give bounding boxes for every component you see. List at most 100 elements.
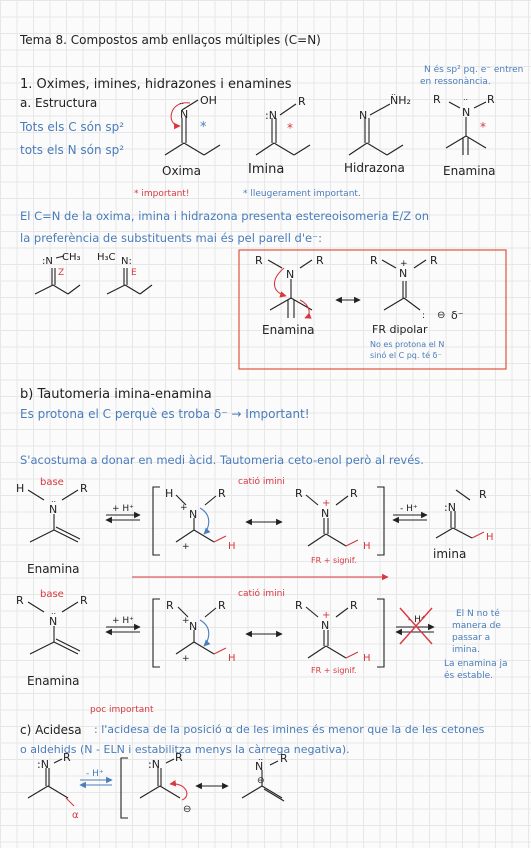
z-label: Z xyxy=(58,268,64,278)
svg-text:R: R xyxy=(295,487,303,500)
minus-h-c: - H⁺ xyxy=(86,769,104,779)
base-label-2: base xyxy=(40,589,64,600)
svg-text:R: R xyxy=(433,93,441,106)
page-title: Tema 8. Compostos amb enllaços múltiples… xyxy=(20,33,321,47)
svg-text::N: :N xyxy=(42,256,53,267)
svg-text:N: N xyxy=(189,620,197,633)
svg-text:..: .. xyxy=(258,753,263,762)
svg-text:N: N xyxy=(255,760,263,773)
svg-text:H: H xyxy=(165,487,173,500)
svg-text:*: * xyxy=(480,120,486,134)
section-b-line2: S'acostuma a donar en medi àcid. Tautome… xyxy=(20,453,424,467)
svg-text:H: H xyxy=(228,541,236,552)
svg-text:N: N xyxy=(49,503,57,516)
svg-text:+: + xyxy=(182,616,190,626)
svg-text:H: H xyxy=(228,653,236,664)
svg-text:..: .. xyxy=(179,97,184,106)
label-imina: Imina xyxy=(248,162,285,177)
svg-text:N: N xyxy=(49,615,57,628)
svg-text:R: R xyxy=(316,254,324,267)
side-note-line4: imina. xyxy=(452,645,480,655)
label-enamina: Enamina xyxy=(443,164,496,178)
svg-text:H: H xyxy=(363,653,371,664)
base-label-1: base xyxy=(40,477,64,488)
label-hidrazona: Hidrazona xyxy=(344,161,405,175)
enamina-label-1: Enamina xyxy=(27,562,80,576)
svg-text:R: R xyxy=(298,95,306,108)
svg-text:N: N xyxy=(189,508,197,521)
side-note-line2: manera de xyxy=(452,621,501,631)
fr-signif-label-2: FR + signif. xyxy=(311,666,357,675)
hidrazona-structure xyxy=(348,103,404,156)
svg-text:+: + xyxy=(322,610,330,621)
svg-text:R: R xyxy=(487,93,495,106)
svg-text:N: N xyxy=(321,619,329,632)
section-c-heading: c) Acidesa xyxy=(20,723,82,737)
section-b-line1: Es protona el C perquè es troba δ⁻ → Imp… xyxy=(20,407,310,421)
svg-text:R: R xyxy=(16,594,24,607)
svg-text:CH₃: CH₃ xyxy=(62,252,81,263)
svg-text:N: N xyxy=(359,109,367,122)
svg-text:⊖: ⊖ xyxy=(257,776,265,786)
section-c-line2: o aldehids (N - ELN i estabilitza menys … xyxy=(20,743,350,756)
svg-text:R: R xyxy=(280,752,288,765)
important-note: * important! xyxy=(134,189,190,199)
svg-text:H: H xyxy=(486,532,494,543)
svg-text:R: R xyxy=(255,254,263,267)
svg-text:R: R xyxy=(350,487,358,500)
z-isomer xyxy=(34,268,81,295)
svg-text:N: N xyxy=(286,268,294,281)
poc-important-note: poc important xyxy=(90,705,154,715)
svg-text:N: N xyxy=(462,106,470,119)
svg-text:H: H xyxy=(16,482,24,495)
svg-text:N:: N: xyxy=(121,256,132,267)
imina-label: imina xyxy=(433,547,467,561)
svg-text:H₃C: H₃C xyxy=(97,252,116,263)
svg-text:R: R xyxy=(80,482,88,495)
svg-text:+: + xyxy=(400,259,408,269)
subsection-a-heading: a. Estructura xyxy=(20,96,98,110)
side-note-line3: passar a xyxy=(452,633,491,643)
alpha-label: α xyxy=(72,810,79,821)
hybridization-line1: Tots els C són sp² xyxy=(20,120,125,134)
svg-text:R: R xyxy=(80,594,88,607)
svg-text::N: :N xyxy=(148,758,160,771)
side-note-line6: és estable. xyxy=(444,671,493,681)
resonance-box xyxy=(238,249,507,370)
svg-text:*: * xyxy=(287,121,293,135)
cation-label-2: catió imini xyxy=(238,589,285,599)
e-label: E xyxy=(131,268,137,278)
box-delta: δ⁻ xyxy=(451,309,464,322)
svg-text:..: .. xyxy=(51,607,56,616)
svg-text:H: H xyxy=(363,541,371,552)
imina-structure xyxy=(255,103,311,156)
side-note-line1: El N no té xyxy=(456,609,500,619)
plus-h-1: + H⁺ xyxy=(112,504,134,514)
side-note-line5: La enamina ja xyxy=(444,659,508,669)
plus-h-2: + H⁺ xyxy=(112,616,134,626)
svg-text:R: R xyxy=(166,599,174,612)
svg-text::N: :N xyxy=(265,109,277,122)
svg-text:..: .. xyxy=(391,88,396,97)
slightly-important-note: * lleugerament important. xyxy=(243,189,361,199)
svg-text:R: R xyxy=(430,254,438,267)
svg-text:R: R xyxy=(479,488,487,501)
ez-line1: El C=N de la oxima, imina i hidrazona pr… xyxy=(20,209,430,223)
box-label-fr-dipolar: FR dipolar xyxy=(372,323,428,336)
svg-text:..: .. xyxy=(51,495,56,504)
enamina-label-2: Enamina xyxy=(27,674,80,688)
section-b-heading: b) Tautomeria imina-enamina xyxy=(20,387,212,402)
svg-text:R: R xyxy=(175,751,183,764)
svg-text:N: N xyxy=(399,267,407,280)
svg-text:+: + xyxy=(182,542,190,552)
ez-line2: la preferència de substituents mai és pe… xyxy=(20,231,323,245)
minus-h-1: - H⁺ xyxy=(400,504,418,514)
svg-text:..: .. xyxy=(463,93,468,102)
box-note-line1: No es protona el N xyxy=(370,340,445,349)
svg-text:NH₂: NH₂ xyxy=(390,94,411,107)
svg-text:N: N xyxy=(321,507,329,520)
svg-text::N: :N xyxy=(37,758,49,771)
fr-signif-label-1: FR + signif. xyxy=(311,556,357,565)
section-1-heading: 1. Oximes, imines, hidrazones i enamines xyxy=(20,77,292,92)
